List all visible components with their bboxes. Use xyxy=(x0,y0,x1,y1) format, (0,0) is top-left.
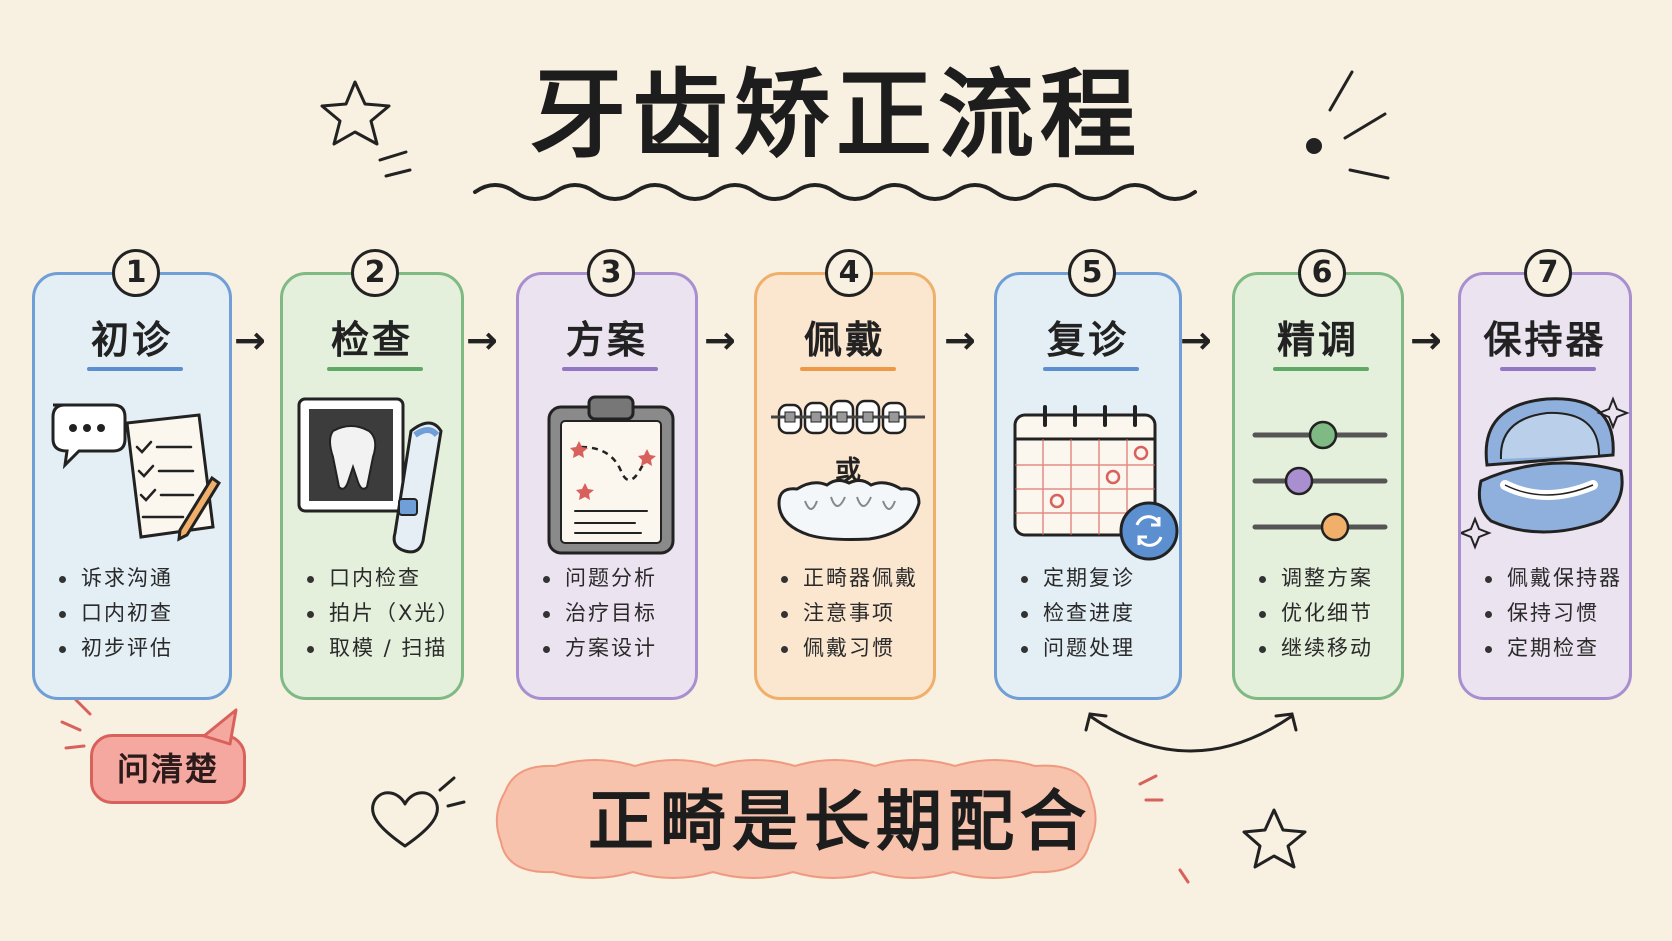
bullet-item: 取模 / 扫描 xyxy=(307,631,455,666)
bullet-item: 拍片（X光） xyxy=(307,596,458,631)
sparkle-icon xyxy=(1596,396,1630,430)
speech-bubble-icon xyxy=(51,403,127,470)
arrow-right-icon: → xyxy=(234,318,266,362)
step-card-3: 方案 3 问题分析治疗目标方案设计 xyxy=(516,249,698,700)
step-bullets: 问题分析治疗目标方案设计 xyxy=(543,561,689,666)
sparkle-icon xyxy=(1461,516,1492,550)
page-title: 牙齿矫正流程 xyxy=(530,59,1142,171)
bullet-item: 方案设计 xyxy=(543,631,689,666)
clipboard-plan-icon xyxy=(547,395,675,555)
scanner-icon xyxy=(392,421,443,554)
arrow-right-icon: → xyxy=(704,318,736,362)
bullet-item: 定期检查 xyxy=(1485,631,1623,666)
bullet-item: 佩戴保持器 xyxy=(1485,561,1623,596)
step-title: 检查 xyxy=(330,318,413,362)
arrow-right-icon: → xyxy=(1410,318,1442,362)
refresh-icon xyxy=(1119,501,1179,561)
title-underline xyxy=(1273,367,1369,371)
step-title: 方案 xyxy=(565,318,648,362)
step-card-5: 复诊 5 定期复诊检查进度问题处理 xyxy=(994,249,1182,700)
bullet-item: 保持习惯 xyxy=(1485,596,1623,631)
loop-arrow xyxy=(1088,714,1294,753)
step-card-6: 精调 6 调整方案优化细节继续移动 xyxy=(1232,249,1404,700)
aligner-icon xyxy=(777,478,921,541)
braces-icon xyxy=(771,399,925,435)
step-number: 5 xyxy=(1068,249,1116,297)
title-underline xyxy=(1043,367,1139,371)
bullet-item: 佩戴习惯 xyxy=(781,631,927,666)
bullet-item: 诉求沟通 xyxy=(59,561,223,596)
bullet-item: 口内初查 xyxy=(59,596,223,631)
checklist-icon xyxy=(125,413,215,539)
step-title: 佩戴 xyxy=(803,318,886,362)
bullet-item: 问题处理 xyxy=(1021,631,1173,666)
step-number: 6 xyxy=(1298,249,1346,297)
title-wave-underline xyxy=(473,183,1197,201)
step-number: 2 xyxy=(351,249,399,297)
bullet-item: 调整方案 xyxy=(1259,561,1395,596)
bullet-item: 定期复诊 xyxy=(1021,561,1173,596)
step-bullets: 口内检查拍片（X光）取模 / 扫描 xyxy=(307,561,458,666)
step-title: 精调 xyxy=(1276,318,1359,362)
bullet-item: 初步评估 xyxy=(59,631,223,666)
star-icon xyxy=(320,80,391,146)
title-underline xyxy=(562,367,658,371)
step-bullets: 佩戴保持器保持习惯定期检查 xyxy=(1485,561,1623,666)
bullet-item: 治疗目标 xyxy=(543,596,689,631)
sliders-icon xyxy=(1252,420,1388,542)
calendar-icon xyxy=(1013,405,1157,537)
step-card-7: 保持器 7 佩戴保持器保持习惯定期检查 xyxy=(1458,249,1632,700)
title-underline xyxy=(1500,367,1596,371)
step-card-1: 初诊 1 诉求沟通口内初查初步评估 xyxy=(32,249,232,700)
bullet-item: 检查进度 xyxy=(1021,596,1173,631)
step-bullets: 正畸器佩戴注意事项佩戴习惯 xyxy=(781,561,927,666)
bullet-item: 注意事项 xyxy=(781,596,927,631)
star-icon xyxy=(1242,808,1307,869)
bullet-item: 正畸器佩戴 xyxy=(781,561,927,596)
step-title: 保持器 xyxy=(1483,318,1607,362)
title-underline xyxy=(327,367,423,371)
bullet-item: 继续移动 xyxy=(1259,631,1395,666)
step-number: 1 xyxy=(112,249,160,297)
title-underline xyxy=(800,367,896,371)
step-bullets: 定期复诊检查进度问题处理 xyxy=(1021,561,1173,666)
arrow-right-icon: → xyxy=(944,318,976,362)
step-number: 4 xyxy=(825,249,873,297)
bullet-item: 问题分析 xyxy=(543,561,689,596)
step-number: 7 xyxy=(1524,249,1572,297)
pencil-icon xyxy=(177,475,222,542)
step-bullets: 诉求沟通口内初查初步评估 xyxy=(59,561,223,666)
step-title: 初诊 xyxy=(90,318,173,362)
heart-icon xyxy=(371,791,439,848)
bubble-tail xyxy=(202,708,238,746)
ask-clearly-bubble: 问清楚 xyxy=(90,734,246,804)
arrow-right-icon: → xyxy=(466,318,498,362)
bullet-item: 优化细节 xyxy=(1259,596,1395,631)
step-card-4: 佩戴 或 4 正畸器佩戴注意事项佩戴习惯 xyxy=(754,249,936,700)
step-number: 3 xyxy=(587,249,635,297)
step-bullets: 调整方案优化细节继续移动 xyxy=(1259,561,1395,666)
xray-tooth-icon xyxy=(297,397,405,513)
step-card-2: 检查 2 口内检查拍片（X光）取模 / 扫描 xyxy=(280,249,464,700)
banner-text: 正畸是长期配合 xyxy=(588,783,1092,860)
arrow-right-icon: → xyxy=(1180,318,1212,362)
bullet-item: 口内检查 xyxy=(307,561,455,596)
title-underline xyxy=(87,367,183,371)
retainer-case-icon xyxy=(1477,397,1624,534)
step-title: 复诊 xyxy=(1046,318,1129,362)
